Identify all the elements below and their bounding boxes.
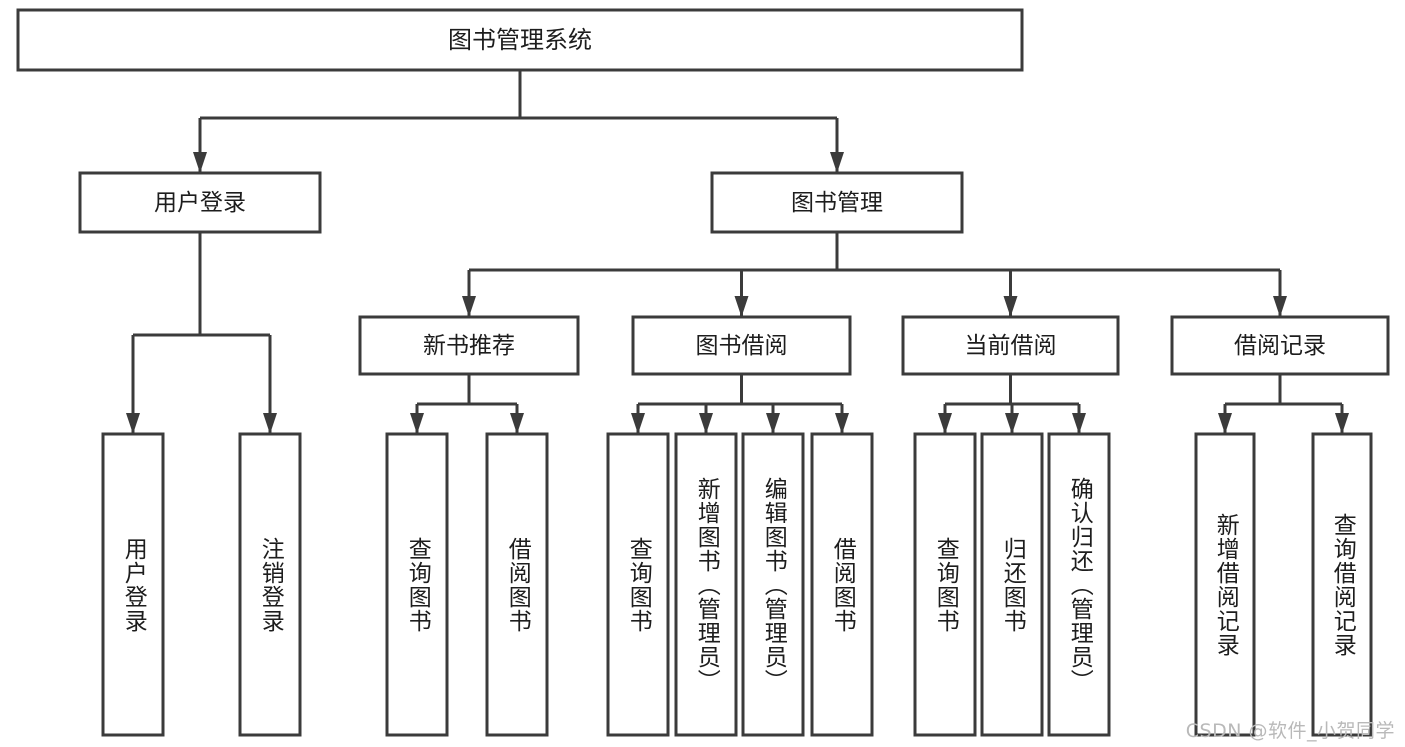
arrow-head-icon-leaf-query-borrow-record (1335, 413, 1349, 434)
arrow-head-icon-leaf-query-book-2 (631, 413, 645, 434)
node-box-leaf-user-login[interactable] (101, 432, 165, 737)
node-box-book-borrow[interactable] (631, 315, 852, 376)
arrow-head-icon-leaf-confirm-return-admin (1072, 413, 1086, 434)
arrow-head-icon-leaf-query-book-3 (938, 413, 952, 434)
node-label-borrow-record: 借阅记录 (1234, 333, 1326, 359)
node-label-new-book-recommend: 新书推荐 (423, 333, 515, 359)
arrow-head-icon-user-login (193, 152, 207, 173)
connector-layer (126, 70, 1349, 434)
node-box-leaf-add-borrow-record[interactable] (1194, 432, 1256, 737)
node-box-user-login[interactable] (78, 171, 322, 234)
arrow-head-icon-book-borrow (734, 296, 749, 317)
arrow-head-icon-leaf-user-login (126, 413, 140, 434)
node-box-leaf-query-book-2[interactable] (606, 432, 670, 737)
node-label-root: 图书管理系统 (448, 26, 592, 54)
node-box-leaf-borrow-book-1[interactable] (485, 432, 549, 737)
arrow-head-icon-current-borrow (1003, 296, 1018, 317)
node-label-current-borrow: 当前借阅 (965, 333, 1057, 359)
node-box-leaf-edit-book-admin[interactable] (741, 432, 805, 737)
arrow-head-icon-new-book-recommend (462, 296, 476, 317)
node-box-leaf-query-book-3[interactable] (913, 432, 977, 737)
arrow-head-icon-leaf-return-book (1005, 413, 1019, 434)
node-label-book-borrow: 图书借阅 (696, 333, 788, 359)
watermark-text: CSDN @软件_小贺同学 (1185, 720, 1395, 742)
arrow-head-icon-leaf-borrow-book-2 (835, 413, 849, 434)
arrow-head-icon-leaf-query-book-1 (410, 413, 424, 434)
node-box-leaf-add-book-admin[interactable] (674, 432, 738, 737)
node-box-root[interactable] (16, 8, 1024, 72)
node-box-new-book-recommend[interactable] (358, 315, 580, 376)
node-label-book-manage: 图书管理 (791, 190, 883, 216)
node-box-leaf-query-borrow-record[interactable] (1311, 432, 1373, 737)
arrow-head-icon-leaf-logout-login (263, 413, 277, 434)
node-box-leaf-logout-login[interactable] (238, 432, 302, 737)
node-box-leaf-query-book-1[interactable] (385, 432, 449, 737)
arrow-head-icon-leaf-add-book-admin (699, 413, 713, 434)
node-box-leaf-return-book[interactable] (980, 432, 1044, 737)
node-label-user-login: 用户登录 (154, 190, 246, 216)
node-box-leaf-borrow-book-2[interactable] (810, 432, 874, 737)
node-box-borrow-record[interactable] (1170, 315, 1390, 376)
node-box-leaf-confirm-return-admin[interactable] (1047, 432, 1111, 737)
arrow-head-icon-book-manage (830, 152, 844, 173)
node-box-book-manage[interactable] (710, 171, 964, 234)
node-box-layer (16, 8, 1390, 737)
arrow-head-icon-leaf-borrow-book-1 (510, 413, 524, 434)
node-box-current-borrow[interactable] (901, 315, 1120, 376)
arrow-head-icon-leaf-add-borrow-record (1218, 413, 1232, 434)
arrow-head-icon-borrow-record (1273, 296, 1287, 317)
arrow-head-icon-leaf-edit-book-admin (766, 413, 780, 434)
